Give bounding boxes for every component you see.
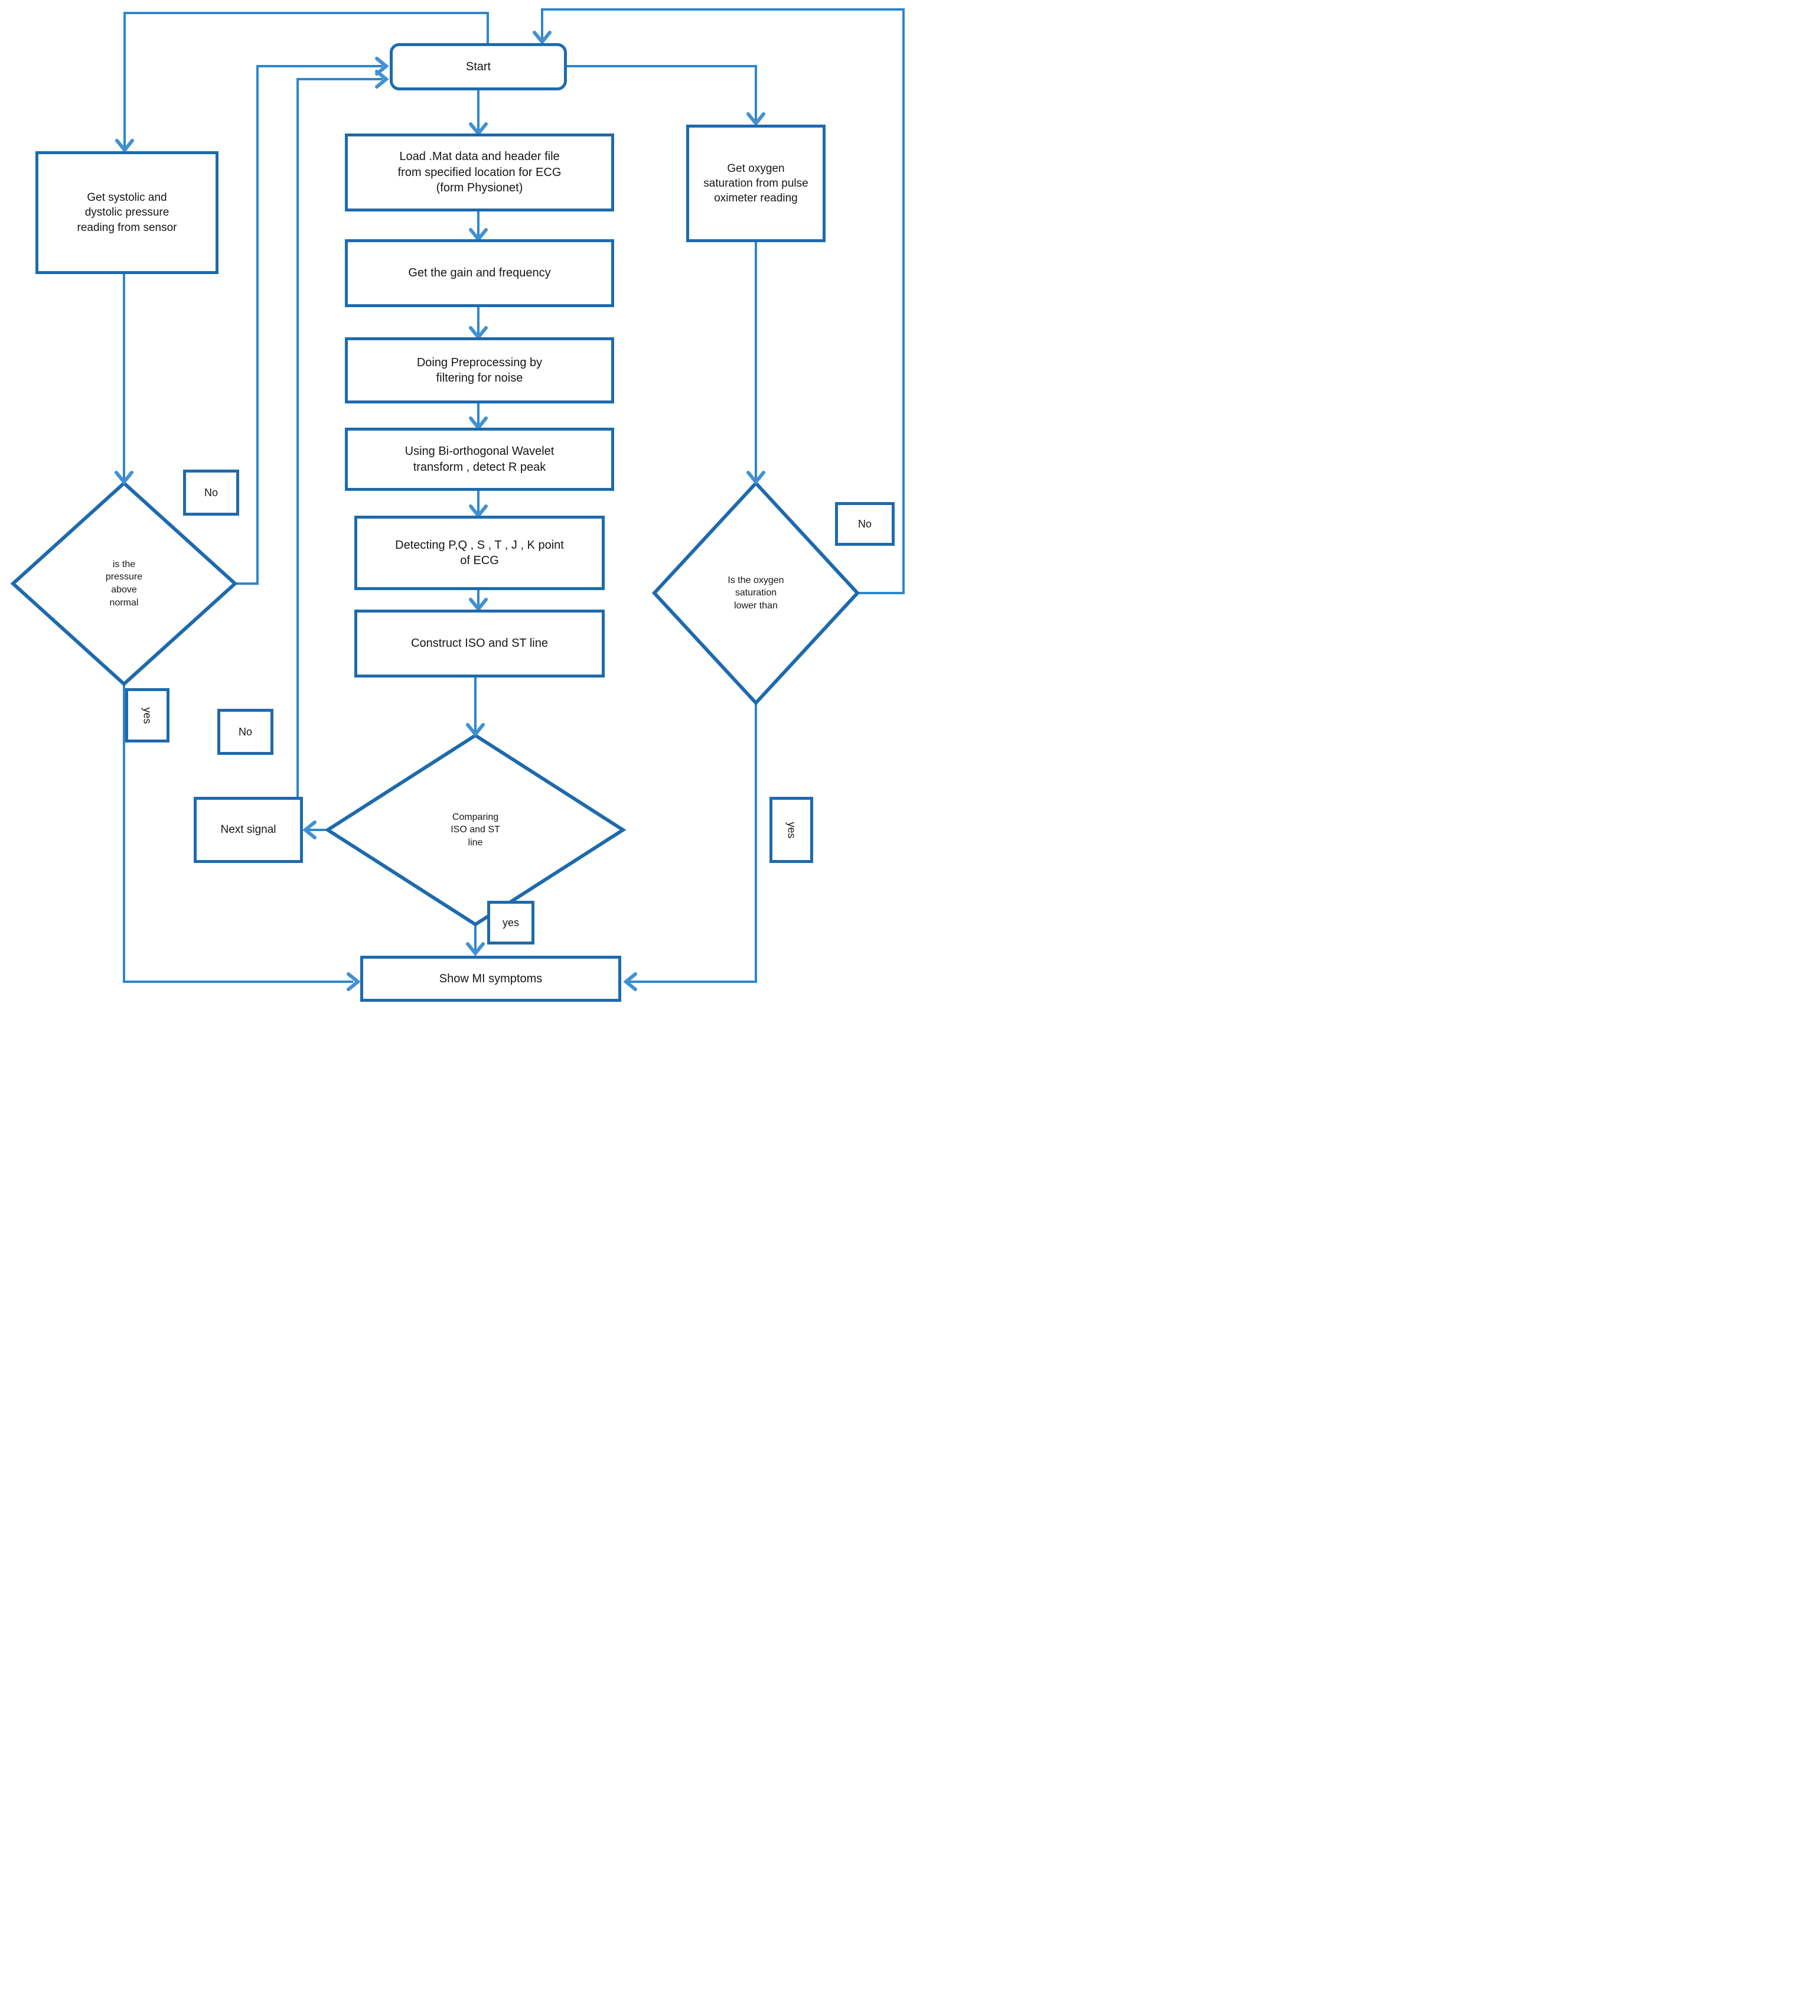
oxygen-label: Get oxygen saturation from pulse oximete… bbox=[703, 162, 808, 205]
next-signal-label: Next signal bbox=[220, 823, 276, 836]
edge-next-to-start bbox=[296, 78, 383, 812]
oxygen-no-label: No bbox=[835, 502, 895, 546]
start-node: Start bbox=[390, 43, 567, 90]
wavelet-node: Using Bi-orthogonal Wavelet transform , … bbox=[345, 428, 614, 491]
arrow-right-into-show-icon bbox=[347, 972, 361, 991]
edge-pressure-no-to-start bbox=[235, 65, 383, 585]
start-label: Start bbox=[465, 60, 491, 73]
gain-node: Get the gain and frequency bbox=[345, 239, 614, 307]
edge-oxygen-no-to-start bbox=[541, 8, 905, 594]
arrow-down-into-oxydecision-icon bbox=[746, 471, 765, 485]
arrow-down-into-construct-icon bbox=[469, 598, 488, 612]
pressure-decision-label: is the pressure above normal bbox=[105, 559, 143, 608]
arrow-down-into-systolic-icon bbox=[115, 139, 134, 153]
next-signal-node: Next signal bbox=[194, 797, 303, 863]
oxygen-decision-diamond bbox=[651, 480, 860, 706]
show-mi-node: Show MI symptoms bbox=[360, 956, 621, 1002]
arrow-down-into-pressure-icon bbox=[115, 471, 133, 485]
oxygen-decision-label: Is the oxygen saturation lower than bbox=[728, 575, 784, 611]
preprocess-label: Doing Preprocessing by filtering for noi… bbox=[416, 356, 543, 385]
arrow-right-into-start-lower-icon bbox=[375, 70, 389, 89]
arrow-down-into-oxygen-icon bbox=[746, 112, 765, 126]
edge-pressure-yes-to-show bbox=[123, 684, 353, 983]
preprocess-node: Doing Preprocessing by filtering for noi… bbox=[345, 337, 614, 403]
comparing-yes-label: yes bbox=[487, 901, 534, 945]
wavelet-label: Using Bi-orthogonal Wavelet transform , … bbox=[405, 445, 555, 474]
edge-start-to-systolic bbox=[123, 12, 489, 148]
pressure-decision-diamond bbox=[10, 480, 238, 687]
arrow-left-into-show-right-icon bbox=[623, 972, 637, 991]
flowchart-canvas: Start Get systolic and dystolic pressure… bbox=[0, 0, 910, 1008]
comparing-decision-label: Comparing ISO and ST line bbox=[451, 812, 500, 848]
pressure-yes-label: yes bbox=[125, 688, 169, 742]
detect-points-label: Detecting P,Q , S , T , J , K point of E… bbox=[395, 538, 564, 567]
pressure-no-label: No bbox=[183, 470, 239, 516]
edge-oxygen-yes-to-show bbox=[628, 703, 757, 983]
arrow-down-into-show-icon bbox=[466, 942, 485, 956]
comparing-decision-diamond bbox=[324, 733, 627, 927]
gain-label: Get the gain and frequency bbox=[408, 266, 551, 280]
load-mat-node: Load .Mat data and header file from spec… bbox=[345, 133, 614, 211]
detect-points-node: Detecting P,Q , S , T , J , K point of E… bbox=[354, 516, 605, 590]
comparing-no-label: No bbox=[217, 709, 273, 755]
systolic-node: Get systolic and dystolic pressure readi… bbox=[35, 151, 218, 274]
arrow-down-into-comparing-icon bbox=[466, 723, 485, 737]
oxygen-node: Get oxygen saturation from pulse oximete… bbox=[686, 125, 826, 242]
systolic-label: Get systolic and dystolic pressure readi… bbox=[77, 191, 177, 234]
edge-start-to-oxygen bbox=[567, 65, 757, 120]
load-mat-label: Load .Mat data and header file from spec… bbox=[397, 150, 562, 195]
connector-layer bbox=[10, 8, 905, 991]
arrow-down-into-start-top-icon bbox=[533, 31, 552, 45]
construct-iso-label: Construct ISO and ST line bbox=[411, 637, 548, 650]
oxygen-yes-label: yes bbox=[769, 797, 813, 863]
arrow-left-into-next-icon bbox=[302, 820, 317, 839]
arrow-right-into-start-upper-icon bbox=[375, 57, 389, 76]
show-mi-label: Show MI symptoms bbox=[439, 972, 543, 985]
construct-iso-node: Construct ISO and ST line bbox=[354, 610, 605, 678]
